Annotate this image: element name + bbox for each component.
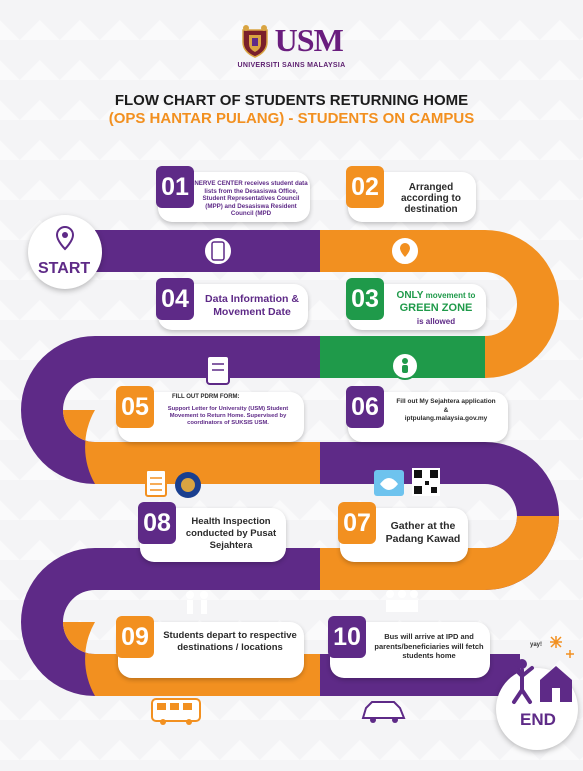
step-01-number: 01 (156, 166, 194, 208)
step-10-text: Bus will arrive at IPD and parents/benef… (374, 632, 484, 660)
university-logo: USM (0, 22, 583, 59)
step-04-text: Data Information & Movement Date (205, 293, 299, 318)
step-08-card: 08 Health Inspection conducted by Pusat … (138, 502, 286, 562)
step-03-text: ONLY movement to GREEN ZONE is allowed (390, 288, 482, 327)
step-06-card: 06 Fill out My Sejahtera application & i… (346, 386, 508, 442)
house-icon (540, 666, 572, 702)
step-02-card: 02 Arranged according to destination (346, 166, 476, 222)
qr-code-icon (412, 468, 440, 496)
road-curve-right-1 (485, 230, 559, 378)
step-03-number: 03 (346, 278, 384, 320)
step-03-movement: movement to (423, 291, 476, 300)
step-06-text: Fill out My Sejahtera application & iptp… (388, 398, 504, 424)
step-03-only: ONLY (396, 290, 424, 301)
step-06-line2: & (443, 406, 449, 414)
university-crest-icon (242, 24, 268, 58)
step-09-card: 09 Students depart to respective destina… (116, 616, 304, 678)
step-07-card: 07 Gather at the Padang Kawad (338, 502, 468, 562)
road-curve-left-2 (21, 548, 95, 696)
phone-form-icon (206, 355, 230, 385)
step-03-green-zone: GREEN ZONE (399, 302, 473, 314)
fireworks-icon (550, 636, 574, 658)
bus-icon (151, 698, 201, 725)
road-segment-5 (95, 442, 320, 484)
step-06-line3: iptpulang.malaysia.gov.my (404, 415, 488, 422)
step-05-text: Support Letter for University (USM) Stud… (167, 406, 289, 426)
step-05-card: 05 FILL OUT PDRM FORM: Support Letter fo… (116, 386, 304, 442)
step-08-text: Health Inspection conducted by Pusat Sej… (185, 516, 277, 551)
yay-text: yay! (530, 642, 543, 648)
end-label: END (520, 710, 556, 729)
step-10-card: 10 Bus will arrive at IPD and parents/be… (328, 616, 490, 678)
step-06-line1: Fill out My Sejahtera application (396, 398, 496, 405)
crowd-icon (386, 590, 418, 612)
map-pin-icon (390, 236, 420, 266)
step-02-text: Arranged according to destination (400, 182, 461, 215)
car-icon (361, 701, 406, 723)
step-08-number: 08 (138, 502, 176, 544)
checklist-icon (145, 469, 167, 497)
health-check-icon (186, 591, 208, 614)
step-04-number: 04 (156, 278, 194, 320)
step-03-card: 03 ONLY movement to GREEN ZONE is allowe… (346, 278, 486, 330)
step-07-text: Gather at the Padang Kawad (385, 520, 461, 545)
step-07-number: 07 (338, 502, 376, 544)
page-title: FLOW CHART OF STUDENTS RETURNING HOME (114, 92, 469, 109)
step-06-number: 06 (346, 386, 384, 428)
step-04-card: 04 Data Information & Movement Date (156, 278, 308, 330)
step-01-text: NERVE CENTER receives student data lists… (194, 180, 308, 217)
road-curve-left-1 (21, 336, 95, 484)
step-09-number: 09 (116, 616, 154, 658)
start-label: START (38, 260, 91, 277)
step-09-text: Students depart to respective destinatio… (163, 630, 297, 653)
step-05-number: 05 (116, 386, 154, 428)
page-subtitle: (OPS HANTAR PULANG) - STUDENTS ON CAMPUS (108, 110, 475, 127)
step-10-number: 10 (328, 616, 366, 658)
celebrating-person-icon (510, 659, 534, 704)
step-02-number: 02 (346, 166, 384, 208)
usm-logo-text: USM (274, 22, 344, 58)
phone-icon (203, 236, 233, 266)
person-icon (391, 352, 419, 380)
step-01-card: 01 NERVE CENTER receives student data li… (156, 166, 310, 222)
location-pin-icon (55, 226, 75, 251)
step-03-allowed: is allowed (416, 317, 456, 326)
celebration-graphic (510, 636, 574, 704)
police-badge-icon (175, 472, 201, 498)
university-name: UNIVERSITI SAINS MALAYSIA (237, 62, 346, 69)
step-05-title: FILL OUT PDRM FORM: (172, 394, 240, 400)
mysejahtera-icon (374, 470, 404, 496)
